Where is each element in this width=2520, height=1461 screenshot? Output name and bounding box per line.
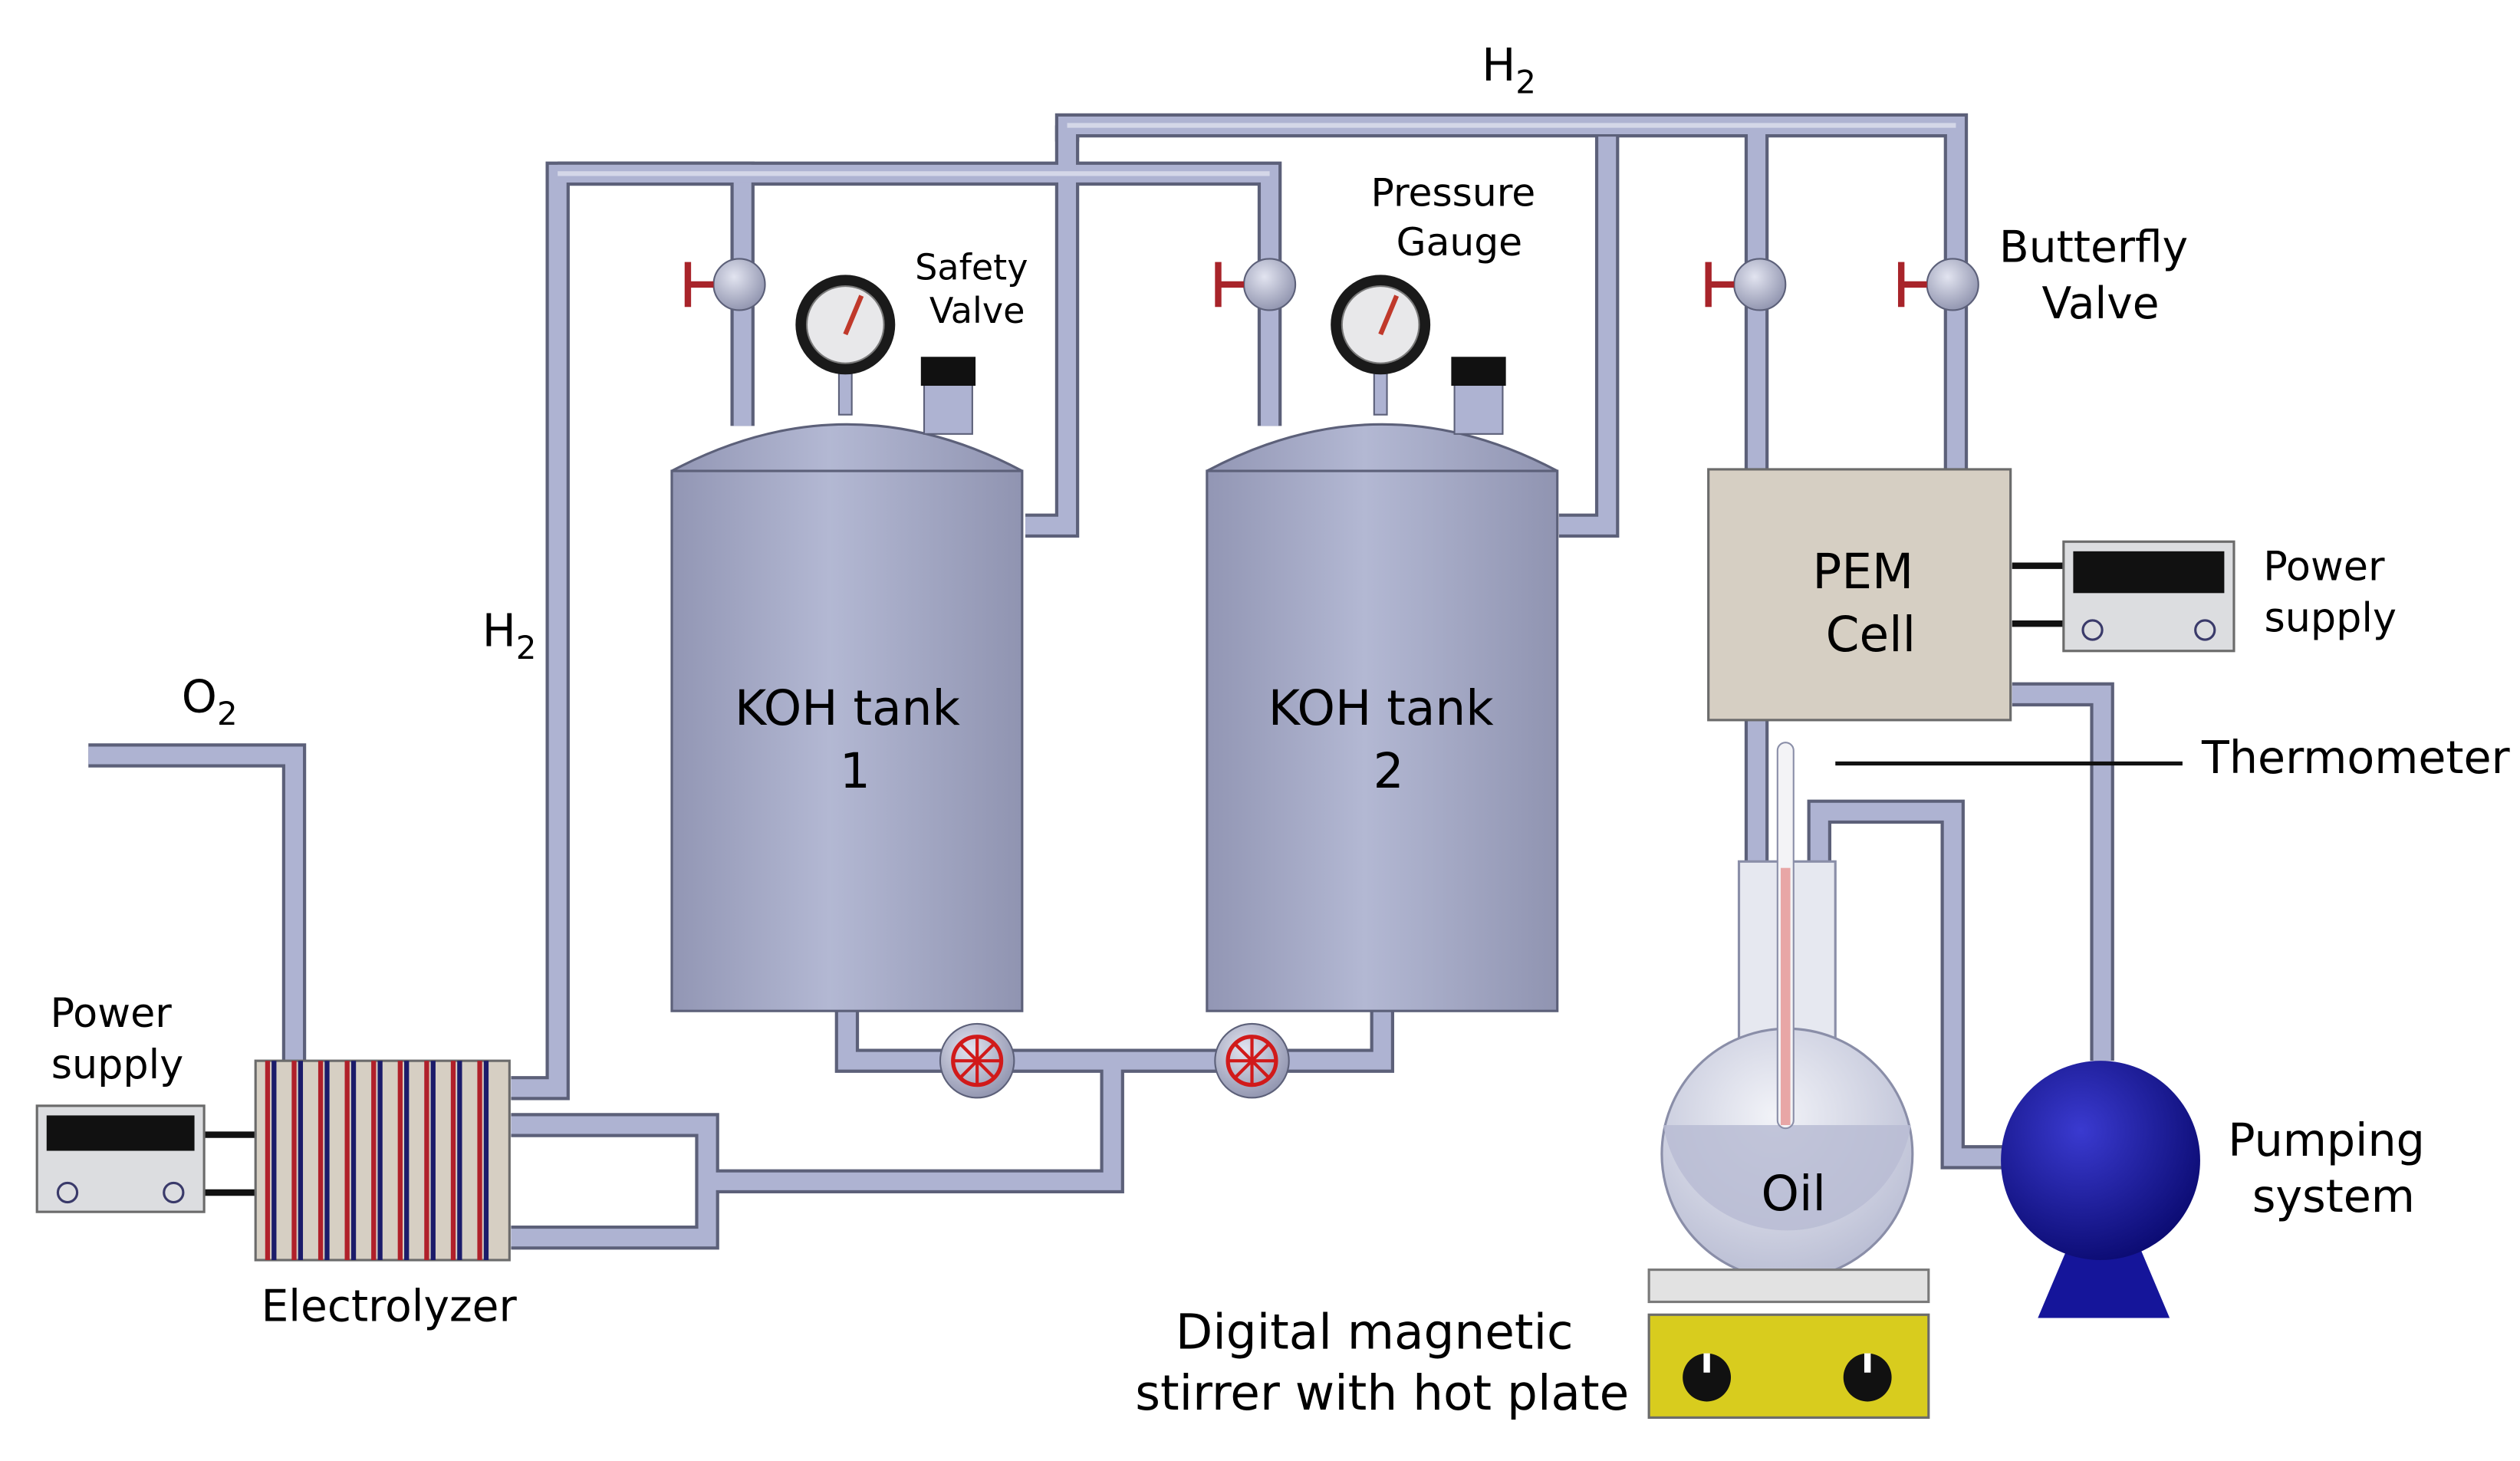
electrolyzer-plate (298, 1061, 304, 1261)
electrolyzer-plate (424, 1061, 429, 1261)
stirrer-label: Digital magnetic stirrer with hot plate (1135, 1304, 1629, 1421)
power-supply-left-icon (35, 1104, 256, 1213)
h2-top-label: H2 (1482, 39, 1536, 101)
electrolyzer-plate (271, 1061, 277, 1261)
ball-valve-1-icon (939, 1022, 1015, 1099)
o2-label: O2 (182, 670, 238, 732)
pumping-system-label: Pumping system (2228, 1114, 2439, 1222)
electrolyzer-plate (324, 1061, 330, 1261)
electrolyzer-plate (317, 1061, 324, 1261)
electrolyzer-plate (344, 1061, 350, 1261)
pem-cell (1707, 468, 2012, 722)
labels: H2 H2 O2 Safety Valve Pressure Gauge But… (50, 39, 2510, 1421)
electrolyzer-plate (404, 1061, 410, 1261)
electrolyzer-plate (291, 1061, 297, 1261)
electrolyzer-plate (265, 1061, 271, 1261)
thermometer-label: Thermometer (2201, 732, 2511, 784)
electrolyzer (254, 1059, 511, 1262)
power-supply-right-icon (2012, 540, 2235, 653)
butterfly-valve-label: Butterfly Valve (1999, 222, 2202, 329)
electrolyzer-plate (450, 1061, 456, 1261)
safety-valve-2-icon (1451, 357, 1506, 435)
h2-left-label: H2 (482, 604, 537, 666)
electrolyzer-plate (457, 1061, 462, 1261)
pressure-gauge-label: Pressure Gauge (1371, 169, 1548, 265)
electrolyzer-plate (377, 1061, 383, 1261)
tank-1-label: KOH tank 1 (735, 680, 975, 799)
hot-plate-icon (1647, 1313, 1930, 1419)
flask-icon (1647, 860, 1930, 1304)
electrolyzer-plate (371, 1061, 377, 1261)
ball-valve-2-icon (1214, 1022, 1290, 1099)
electrolyzer-plate (430, 1061, 436, 1261)
butterfly-valve-pem-2-icon (1897, 258, 1979, 311)
electrolyzer-plate (483, 1061, 489, 1261)
electrolyzer-plate (397, 1061, 403, 1261)
oil-label: Oil (1762, 1166, 1826, 1222)
safety-valve-1-icon (920, 357, 976, 435)
electrolyzer-label: Electrolyzer (262, 1282, 518, 1332)
tank-2-label: KOH tank 2 (1268, 680, 1509, 799)
pressure-gauge-2-icon (1331, 275, 1431, 416)
safety-valve-label: Safety Valve (915, 247, 1039, 332)
pump-icon (2001, 1061, 2200, 1318)
butterfly-valve-pem-1-icon (1705, 258, 1787, 311)
power-supply-left-label: Power supply (50, 990, 184, 1088)
pressure-gauge-1-icon (795, 275, 896, 416)
koh-tank-1 (670, 423, 1024, 1012)
butterfly-valve-tank1-icon (684, 258, 766, 311)
butterfly-valve-tank2-icon (1215, 258, 1297, 311)
thermometer-icon (1776, 742, 1795, 1130)
power-supply-right-label: Power supply (2263, 544, 2397, 642)
electrolyzer-plate (477, 1061, 482, 1261)
electrolyzer-plate (350, 1061, 357, 1261)
pem-cell-label: PEM Cell (1812, 544, 1929, 663)
koh-tank-2 (1206, 423, 1559, 1012)
